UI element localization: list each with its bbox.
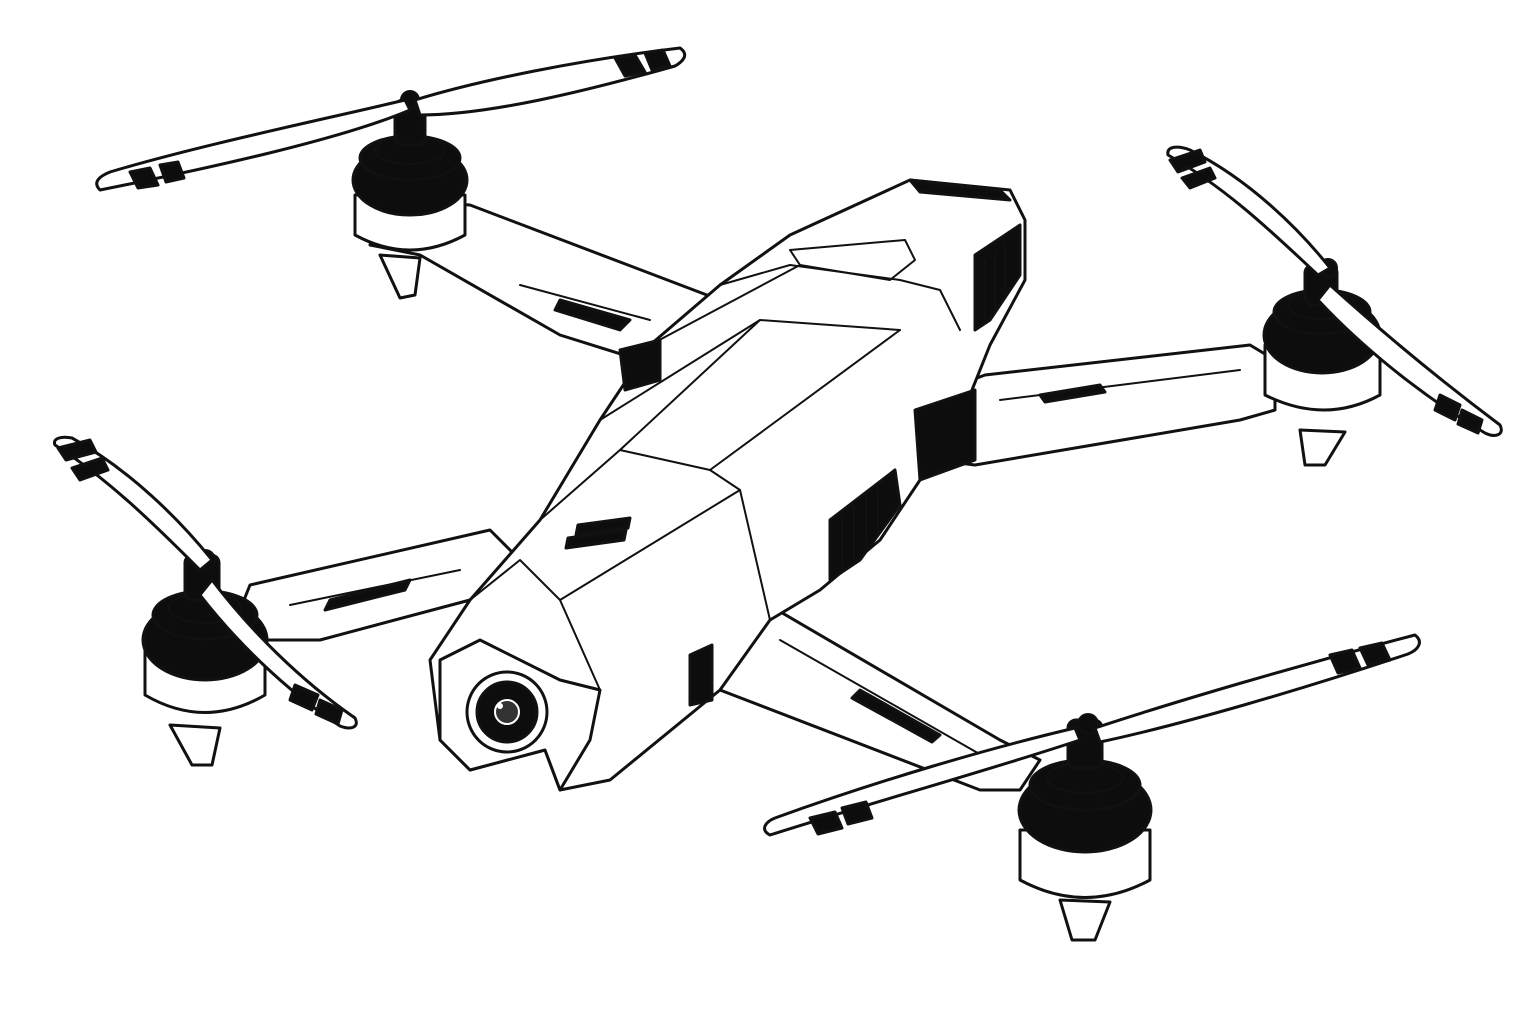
propeller-rear-right — [1166, 145, 1503, 437]
propeller-rear-left — [95, 46, 687, 192]
propeller-front-right — [763, 633, 1421, 837]
motor-rear-left — [351, 90, 469, 252]
landing-leg-rear-left — [378, 253, 422, 300]
landing-leg-front-right — [1058, 898, 1112, 942]
arm-rear-right — [933, 343, 1277, 467]
arm-front-right — [698, 598, 1042, 792]
vent-grille-upper — [973, 223, 1022, 332]
landing-leg-rear-right — [1298, 428, 1347, 467]
propeller-front-left — [52, 435, 358, 730]
vent-grille-lower — [828, 468, 902, 582]
camera-lens — [465, 670, 549, 754]
landing-leg-front-left — [168, 723, 222, 767]
body-stripes — [564, 516, 632, 550]
drone-body — [428, 178, 1027, 792]
